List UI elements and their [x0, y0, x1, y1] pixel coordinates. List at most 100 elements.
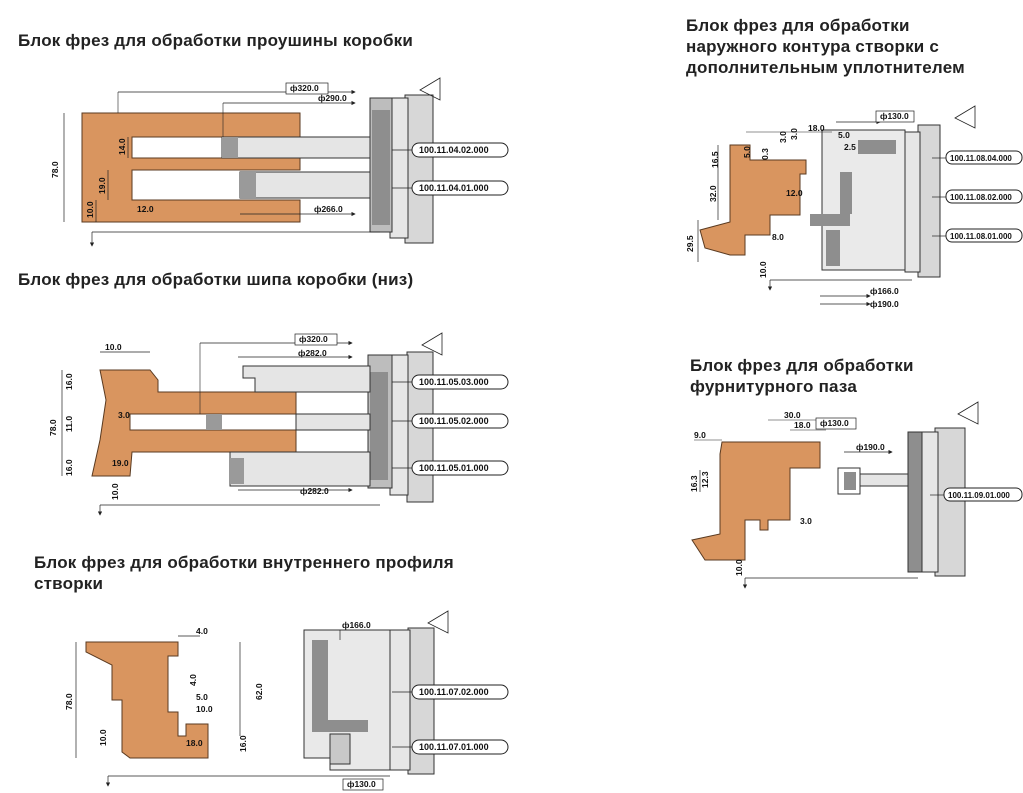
cutter-middle [295, 413, 371, 431]
dim-box [342, 778, 384, 791]
dim-label: ф190.0 [870, 299, 899, 309]
dim-box [294, 333, 338, 346]
dim-label: ф166.0 [870, 286, 899, 296]
dim-label: ф320.0 [299, 334, 328, 344]
title-line: створки [34, 574, 104, 593]
dim-label: 29.5 [685, 235, 695, 252]
dim-label: 3.0 [118, 410, 130, 420]
dim-label: 4.0 [196, 626, 208, 636]
dim-label: 18.0 [794, 420, 811, 430]
part-badge [411, 374, 509, 390]
cutter-upper [858, 140, 896, 154]
dim-label: 10.0 [98, 729, 108, 746]
block-title-hardware-groove: Блок фрез для обработки фурнитурного паз… [690, 355, 914, 397]
cutter-middle-tip [206, 414, 222, 430]
part-badge [411, 739, 509, 755]
dim-label: 2.5 [844, 142, 856, 152]
machine-housing [904, 131, 921, 273]
dim-label: 78.0 [50, 161, 60, 178]
title-line: Блок фрез для обработки [686, 16, 910, 35]
machine-frame [934, 427, 966, 577]
dim-label: 16.0 [238, 735, 248, 752]
dim-label: 3.0 [778, 131, 788, 143]
cutter-arbor [857, 473, 909, 487]
part-number: 100.11.04.01.000 [419, 183, 489, 193]
cutter-lower-body [826, 230, 840, 266]
wood-profile [691, 441, 821, 561]
dim-label: 10.0 [758, 261, 768, 278]
diagram-outer-contour: ф130.0 3.0 3.0 18.0 5.0 2.5 16.5 5.0 0.3… [685, 105, 1023, 309]
dim-label: ф166.0 [342, 620, 371, 630]
cutter-lower [229, 451, 371, 487]
title-line: Блок фрез для обработки проушины коробки [18, 31, 414, 50]
cutter-middle [840, 172, 852, 214]
dim-label: 11.0 [64, 416, 74, 432]
machine-base [372, 110, 390, 225]
view-mark-icon [957, 401, 979, 425]
cutter-lower [239, 171, 371, 199]
wood-profile [699, 144, 807, 256]
title-line: Блок фрез для обработки [690, 356, 914, 375]
part-number: 100.11.05.03.000 [419, 377, 489, 387]
dim-label: 3.0 [789, 128, 799, 140]
dim-label: 19.0 [112, 458, 129, 468]
part-number: 100.11.08.02.000 [950, 193, 1012, 202]
dim-label: 78.0 [64, 693, 74, 710]
machine-housing [389, 97, 409, 239]
dim-label: 5.0 [742, 146, 752, 158]
block-title-ship: Блок фрез для обработки шипа коробки (ни… [18, 269, 413, 290]
part-badge [943, 487, 1023, 502]
part-badge [945, 228, 1023, 243]
dim-label: 12.3 [700, 471, 710, 488]
part-badge [945, 189, 1023, 204]
dim-label: 8.0 [772, 232, 784, 242]
dim-label: 0.3 [760, 148, 770, 160]
dim-label: ф282.0 [300, 486, 329, 496]
dim-label: 78.0 [48, 419, 58, 436]
diagram-inner-profile: 4.0 ф166.0 ф130.0 78.0 62.0 4.0 5.0 10.0… [64, 610, 509, 791]
title-line: Блок фрез для обработки шипа коробки (ни… [18, 270, 414, 289]
block-title-inner-profile: Блок фрез для обработки внутреннего проф… [34, 552, 454, 594]
part-number: 100.11.07.02.000 [419, 687, 489, 697]
view-mark-icon [427, 610, 449, 634]
dim-label: 18.0 [808, 123, 825, 133]
part-badge [411, 684, 509, 700]
dim-label: 30.0 [784, 410, 801, 420]
cutter-lower-tip [240, 172, 256, 198]
block-title-outer-contour: Блок фрез для обработки наружного контур… [686, 15, 965, 78]
cutter-lower [810, 214, 850, 226]
diagram-hardware-groove: 30.0 18.0 ф130.0 9.0 ф190.0 16.3 12.3 3.… [689, 401, 1023, 589]
dim-box [815, 417, 857, 430]
part-number: 100.11.08.04.000 [950, 154, 1012, 163]
dim-label: ф130.0 [820, 418, 849, 428]
dim-box [875, 110, 915, 123]
part-badge [411, 413, 509, 429]
part-number: 100.11.08.01.000 [950, 232, 1012, 241]
part-number: 100.11.07.01.000 [419, 742, 489, 752]
dim-label: 14.0 [117, 138, 127, 155]
dim-label: ф130.0 [880, 111, 909, 121]
dim-label: ф290.0 [318, 93, 347, 103]
machine-frame [917, 124, 941, 278]
part-badge [411, 180, 509, 196]
dim-label: 10.0 [734, 559, 744, 576]
dim-label: 10.0 [196, 704, 213, 714]
wood-profile [81, 112, 301, 223]
diagram-ship: ф320.0 ф282.0 ф282.0 10.0 78.0 16.0 11.0… [48, 332, 509, 516]
cutter-upper [221, 136, 371, 159]
block-title-proushina: Блок фрез для обработки проушины коробки [18, 30, 413, 51]
dim-label: 10.0 [110, 483, 120, 500]
dim-label: 5.0 [196, 692, 208, 702]
cutter-upper-tip [222, 137, 238, 158]
dim-label: ф190.0 [856, 442, 885, 452]
dim-label: 10.0 [85, 201, 95, 218]
machine-housing [389, 354, 409, 496]
dim-label: 16.0 [64, 459, 74, 476]
dim-label: 16.0 [64, 373, 74, 390]
dim-label: 5.0 [838, 130, 850, 140]
title-line: фурнитурного паза [690, 377, 857, 396]
part-badge [945, 150, 1023, 165]
dim-label: ф130.0 [347, 779, 376, 789]
